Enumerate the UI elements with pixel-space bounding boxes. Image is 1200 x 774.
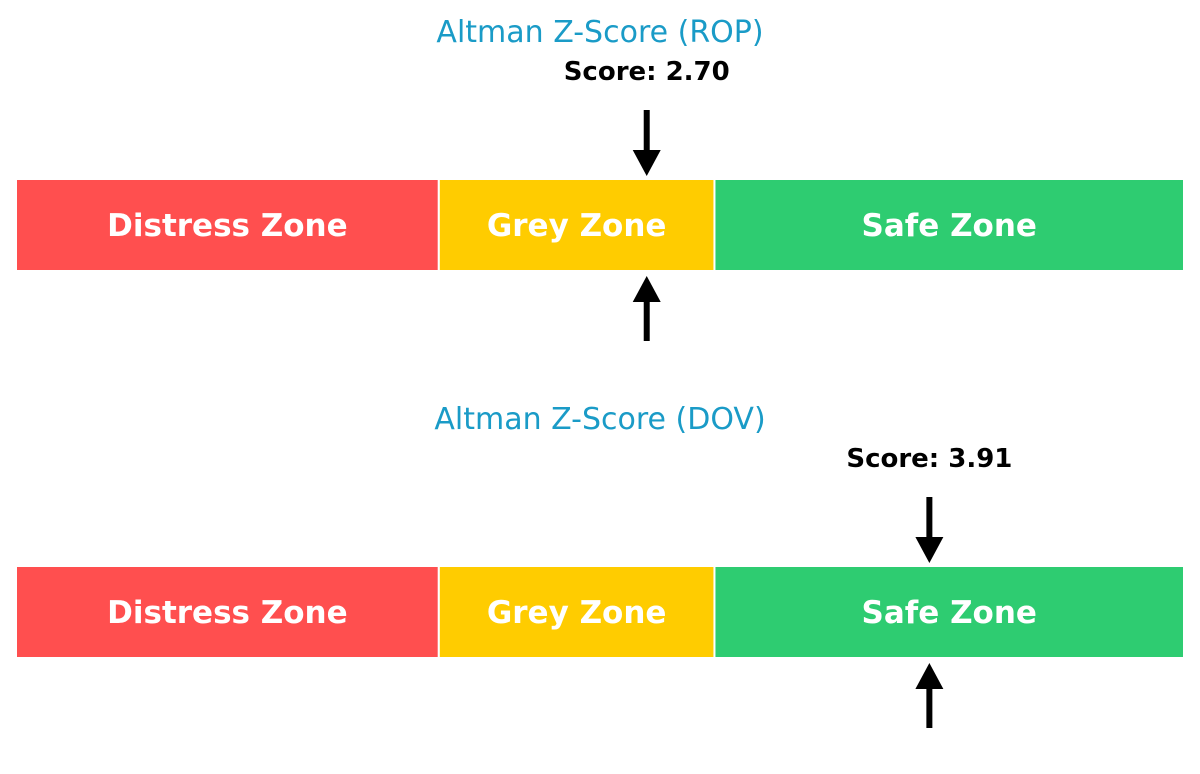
chart-title: Altman Z-Score (ROP) [436, 15, 763, 50]
zone-label: Grey Zone [487, 208, 667, 244]
zone-label: Distress Zone [107, 208, 348, 244]
zscore-panel-dov: Altman Z-Score (DOV) Distress Zone Grey Zo… [15, 402, 1185, 728]
score-arrow-down-icon [915, 497, 944, 563]
zone-label: Grey Zone [487, 595, 667, 631]
zone-bar-safe-zone [713, 178, 1185, 272]
zone-label: Distress Zone [107, 595, 348, 631]
zone-bar-safe-zone [713, 565, 1185, 659]
zone-bar-grey-zone [437, 178, 716, 272]
zone-bar-distress-zone [15, 178, 440, 272]
score-arrow-down-icon [632, 110, 661, 176]
score-label: Score: 2.70 [564, 57, 730, 87]
zone-label: Safe Zone [862, 208, 1037, 244]
score-arrow-up-icon [632, 276, 661, 341]
chart-title: Altman Z-Score (DOV) [434, 402, 765, 437]
zone-label: Safe Zone [862, 595, 1037, 631]
score-label: Score: 3.91 [846, 444, 1012, 474]
zscore-panel-rop: Altman Z-Score (ROP) Distress Zone Grey Zo… [15, 15, 1185, 341]
zone-bar-distress-zone [15, 565, 440, 659]
score-arrow-up-icon [915, 663, 944, 728]
